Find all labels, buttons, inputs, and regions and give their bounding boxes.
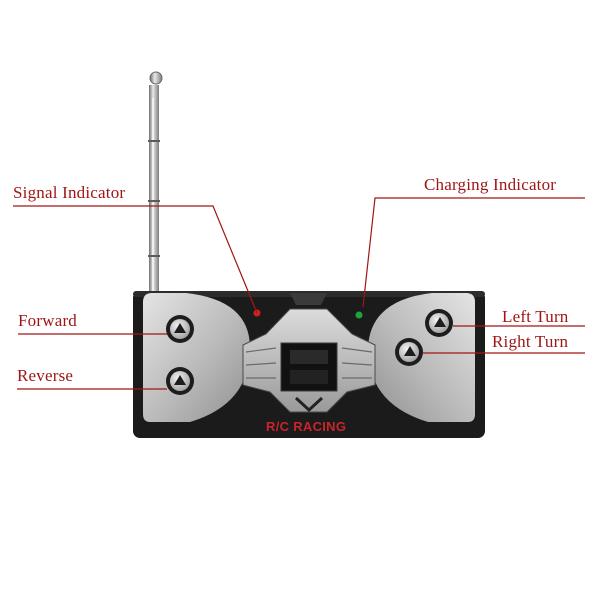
forward-button[interactable] xyxy=(166,315,194,343)
charging-indicator-led xyxy=(355,311,363,319)
charging-indicator-label: Charging Indicator xyxy=(424,175,557,194)
left-turn-button[interactable] xyxy=(425,309,453,337)
forward-label: Forward xyxy=(18,311,77,330)
antenna xyxy=(148,71,163,295)
brand-logo: R/C RACING xyxy=(266,419,347,434)
charging-indicator-leader xyxy=(362,197,585,308)
triangle-right-icon xyxy=(404,346,416,356)
triangle-left-icon xyxy=(434,317,446,327)
reverse-button[interactable] xyxy=(166,367,194,395)
right-turn-label: Right Turn xyxy=(492,332,569,351)
reverse-label: Reverse xyxy=(17,366,74,385)
triangle-up-icon xyxy=(174,323,186,333)
signal-indicator-label: Signal Indicator xyxy=(13,183,126,202)
signal-indicator-leader xyxy=(13,205,258,314)
left-turn-label: Left Turn xyxy=(502,307,569,326)
right-turn-button[interactable] xyxy=(395,338,423,366)
triangle-down-icon xyxy=(174,375,186,385)
